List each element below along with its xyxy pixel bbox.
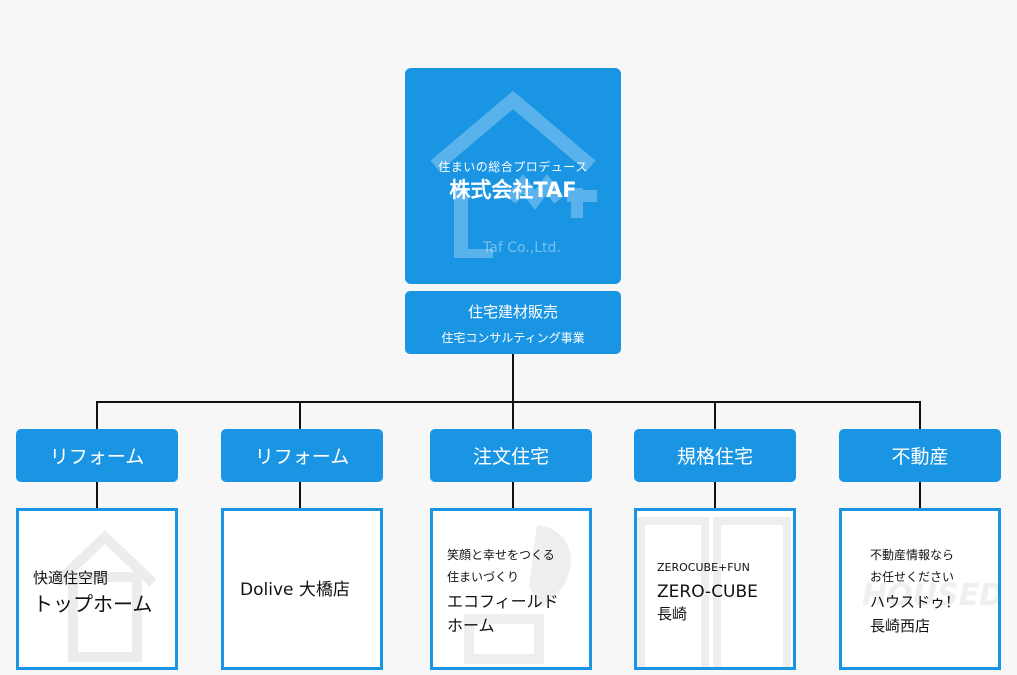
category-reform-1: リフォーム [16,429,178,482]
store-line1: 不動産情報なら [870,548,955,562]
store-line4: ホーム [447,616,495,635]
store-line2: トップホーム [33,592,153,616]
store-line2: 住まいづくり [447,570,520,584]
store-line1: ZEROCUBE+FUN [657,561,750,574]
svg-text:HOUSEDO: HOUSEDO [862,578,998,613]
store-line2: ZERO-CUBE [657,582,758,602]
store-line4: 長崎西店 [870,617,931,635]
housedo-watermark: HOUSEDO [862,578,998,613]
company-name-en: Taf Co.,Ltd. [483,240,561,256]
store-card-tophome: 快適住空間 トップホーム [16,508,178,670]
store-card-housedo: HOUSEDO 不動産情報なら お任せください ハウスドゥ！ 長崎西店 [839,508,1001,670]
category-standard-home: 規格住宅 [634,429,796,482]
store-line3: ハウスドゥ！ [870,593,961,611]
store-line1: 快適住空間 [33,569,109,587]
store-line2: お任せください [870,570,955,584]
store-line3: 長崎 [657,605,688,623]
company-logo-box: 住まいの総合プロデュース 株式会社TAF Taf Co.,Ltd. [405,68,621,284]
business-line2: 住宅コンサルティング事業 [441,331,585,345]
house-logo-icon [430,90,597,258]
company-name: 株式会社TAF [449,178,577,202]
company-tagline: 住まいの総合プロデュース [438,160,588,174]
business-line1: 住宅建材販売 [467,303,558,321]
store-line1: 笑顔と幸せをつくる [447,548,555,562]
store-card-dolive: Dolive 大橋店 [221,508,383,670]
business-box: 住宅建材販売 住宅コンサルティング事業 [405,291,621,354]
store-line1: Dolive 大橋店 [240,580,350,600]
category-real-estate: 不動産 [839,429,1001,482]
category-custom-home: 注文住宅 [430,429,592,482]
category-reform-2: リフォーム [221,429,383,482]
cube-watermark-icon [637,517,791,667]
store-card-ecofield: 笑顔と幸せをつくる 住まいづくり エコフィールド ホーム [430,508,592,670]
house-watermark-icon [53,530,157,662]
leaf-watermark-icon [464,525,571,664]
store-card-zerocube: ZEROCUBE+FUN ZERO-CUBE 長崎 [634,508,796,670]
store-line3: エコフィールド [447,592,559,611]
